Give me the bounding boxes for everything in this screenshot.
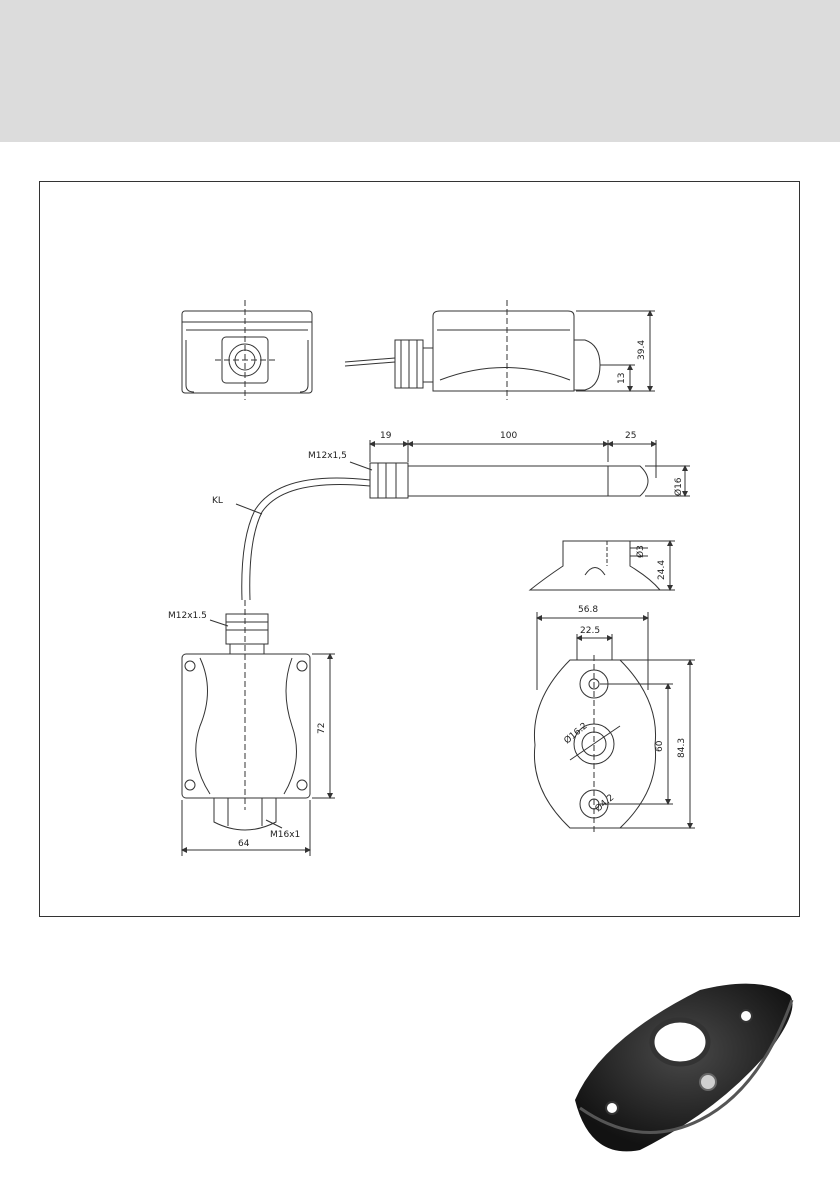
label-thread-probe: M12x1,5 — [308, 451, 347, 461]
clip-view — [530, 541, 675, 590]
label-box-gland: M16x1 — [270, 830, 300, 840]
label-cable: KL — [212, 496, 223, 506]
dim-probe-body: 100 — [500, 431, 517, 441]
dim-probe-tip: 25 — [625, 431, 636, 441]
dim-clip-height: 24.4 — [657, 560, 667, 580]
dim-side-offset: 13 — [617, 373, 627, 384]
dim-box-height: 72 — [317, 723, 327, 734]
dim-box-width: 64 — [238, 839, 250, 849]
dim-mount-width: 56.8 — [578, 605, 598, 615]
dim-mount-height: 84.3 — [677, 738, 687, 758]
dim-mount-center-hole: Ø16.2 — [562, 720, 590, 746]
label-thread-box: M12x1.5 — [168, 611, 207, 621]
product-photo — [575, 984, 793, 1152]
dim-probe-gland: 19 — [380, 431, 392, 441]
dim-side-height: 39.4 — [637, 340, 647, 360]
probe-view — [236, 440, 690, 600]
side-view — [345, 300, 655, 400]
dim-clip-hole: Ø3 — [635, 545, 646, 558]
dim-mount-hole-spacing: 60 — [655, 740, 665, 752]
dim-probe-diameter: Ø16 — [673, 477, 684, 496]
box-view — [182, 600, 335, 856]
dim-mount-hole-offset: 22.5 — [580, 626, 600, 636]
front-view — [182, 300, 312, 400]
